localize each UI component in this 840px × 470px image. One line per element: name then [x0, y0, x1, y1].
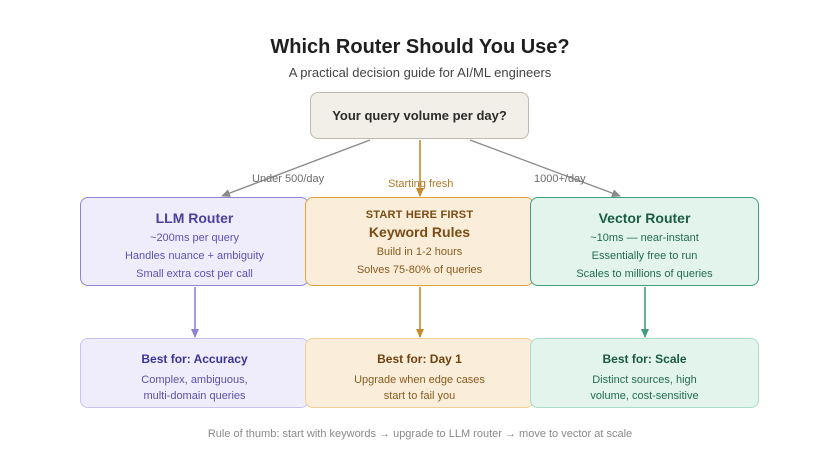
vector-outcome-line: Distinct sources, high — [592, 374, 697, 386]
arrow-question-to-vector — [469, 139, 621, 197]
keyword-outcome-line: Upgrade when edge cases — [354, 374, 485, 386]
vector-router-detail: ~10ms — near-instant — [590, 232, 699, 244]
llm-outcome-line: Complex, ambiguous, — [141, 374, 248, 386]
llm-router-detail: ~200ms per query — [150, 232, 239, 244]
keyword-rules-title: Keyword Rules — [368, 224, 471, 240]
vector-router-title: Vector Router — [598, 210, 691, 226]
keyword-rules-badge: START HERE FIRST — [365, 209, 474, 221]
keyword-rules-detail: Build in 1-2 hours — [376, 246, 463, 258]
vector-outcome-node: Best for: Scale Distinct sources, high v… — [530, 338, 759, 408]
decision-question: Your query volume per day? — [310, 92, 529, 139]
edge-label-starting-fresh: Starting fresh — [388, 178, 454, 190]
keyword-outcome-title: Best for: Day 1 — [377, 352, 462, 366]
page-subtitle: A practical decision guide for AI/ML eng… — [288, 65, 552, 80]
rule-of-thumb-footer: Rule of thumb: start with keywords → upg… — [207, 428, 633, 440]
arrow-question-to-llm — [221, 139, 371, 197]
llm-router-node: LLM Router ~200ms per query Handles nuan… — [80, 197, 309, 286]
llm-router-title: LLM Router — [155, 210, 234, 226]
page-title: Which Router Should You Use? — [270, 36, 570, 58]
vector-outcome-title: Best for: Scale — [602, 352, 687, 366]
llm-router-detail: Small extra cost per call — [136, 268, 253, 280]
llm-outcome-title: Best for: Accuracy — [141, 352, 248, 366]
edge-label-under-500: Under 500/day — [252, 173, 325, 185]
vector-outcome-detail: Distinct sources, high volume, cost-sens… — [531, 372, 758, 404]
llm-outcome-node: Best for: Accuracy Complex, ambiguous, m… — [80, 338, 309, 408]
decision-question-label: Your query volume per day? — [332, 108, 507, 123]
keyword-rules-node: START HERE FIRST Keyword Rules Build in … — [305, 197, 534, 286]
edge-label-1000-plus: 1000+/day — [534, 173, 586, 185]
keyword-rules-detail: Solves 75-80% of queries — [356, 264, 483, 276]
llm-outcome-line: multi-domain queries — [143, 390, 246, 402]
vector-router-node: Vector Router ~10ms — near-instant Essen… — [530, 197, 759, 286]
keyword-outcome-node: Best for: Day 1 Upgrade when edge cases … — [305, 338, 534, 408]
llm-router-detail: Handles nuance + ambiguity — [124, 250, 265, 262]
keyword-outcome-detail: Upgrade when edge cases start to fail yo… — [306, 372, 533, 404]
vector-router-detail: Essentially free to run — [591, 250, 698, 262]
llm-outcome-detail: Complex, ambiguous, multi-domain queries — [81, 372, 308, 404]
vector-outcome-line: volume, cost-sensitive — [590, 390, 699, 402]
vector-router-detail: Scales to millions of queries — [576, 268, 713, 280]
keyword-outcome-line: start to fail you — [383, 390, 456, 402]
